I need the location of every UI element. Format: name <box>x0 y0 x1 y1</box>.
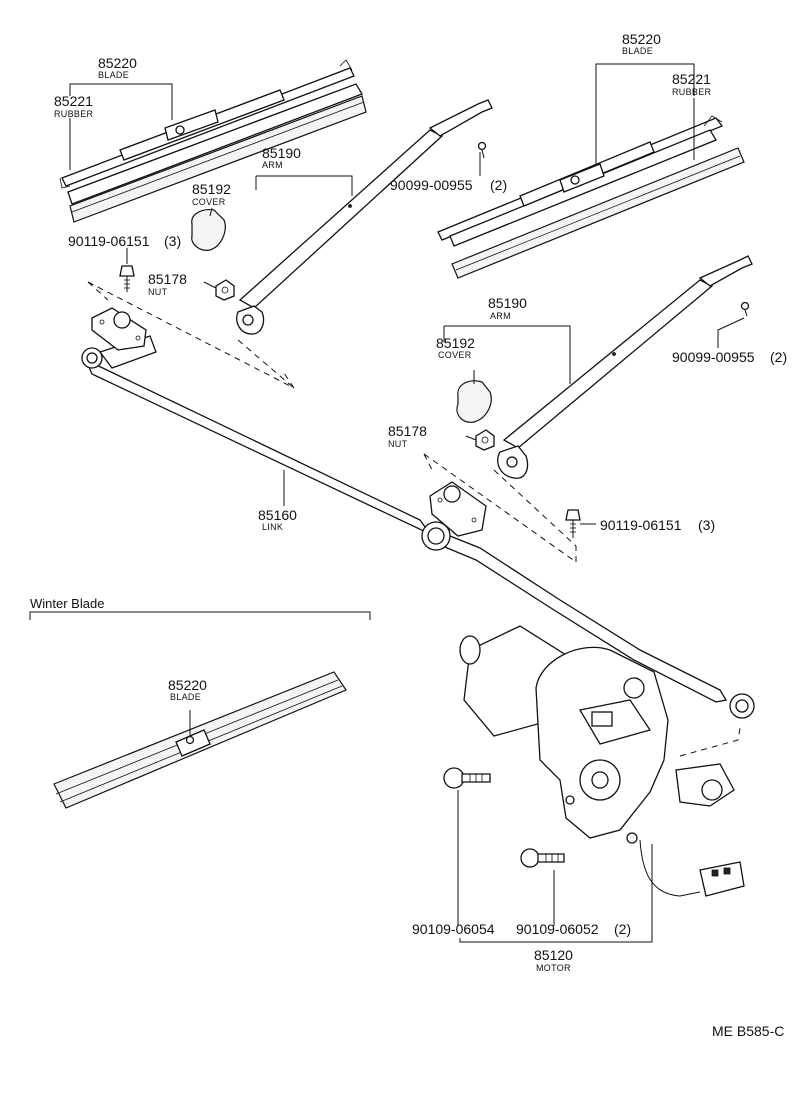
bolt-right-drawing <box>565 509 581 538</box>
label-bolt-left: 90119-06151 (3) <box>68 233 181 249</box>
blade-winter-name: BLADE <box>170 692 201 702</box>
screw-right-drawing <box>740 301 750 317</box>
bolt-left-qty: (3) <box>164 233 181 249</box>
arm-right-number: 85190 <box>488 295 527 311</box>
motor-bolt-b-qty: (2) <box>614 921 631 937</box>
link-drawing <box>81 307 755 719</box>
motor-bolt-b-number: 90109-06052 <box>516 921 599 937</box>
cover-right-number: 85192 <box>436 335 475 351</box>
label-nut-right: 85178 NUT <box>388 423 427 449</box>
blade-right-drawing <box>437 115 745 279</box>
arm-right-drawing <box>497 255 753 479</box>
label-link: 85160 LINK <box>258 507 297 532</box>
bolt-right-qty: (3) <box>698 517 715 533</box>
rubber-right-name: RUBBER <box>672 87 712 97</box>
blade-winter-number: 85220 <box>168 677 207 693</box>
screw-left-drawing <box>477 141 487 159</box>
arm-left-number: 85190 <box>262 145 301 161</box>
label-blade-winter: 85220 BLADE <box>168 677 207 702</box>
label-motor: 85120 MOTOR <box>534 947 573 973</box>
motor-drawing <box>459 625 745 897</box>
bolt-right-number: 90119-06151 <box>600 517 682 533</box>
arm-left-drawing <box>236 99 493 335</box>
label-screw-left: 90099-00955 (2) <box>390 177 507 193</box>
nut-left-drawing <box>215 279 235 301</box>
rubber-left-number: 85221 <box>54 93 93 109</box>
rubber-left-name: RUBBER <box>54 109 94 119</box>
arm-right-name: ARM <box>490 311 511 321</box>
blade-right-number: 85220 <box>622 31 661 47</box>
label-motor-bolt-b: 90109-06052 (2) <box>516 921 631 937</box>
label-nut-left: 85178 NUT <box>148 271 187 297</box>
cover-left-number: 85192 <box>192 181 231 197</box>
motor-name: MOTOR <box>536 963 571 973</box>
label-motor-bolt-a: 90109-06054 <box>412 921 495 937</box>
motor-number: 85120 <box>534 947 573 963</box>
label-arm-right: 85190 ARM <box>488 295 527 321</box>
blade-left-drawing <box>59 59 367 223</box>
label-cover-right: 85192 COVER <box>436 335 475 360</box>
blade-left-name: BLADE <box>98 70 129 80</box>
nut-right-name: NUT <box>388 439 408 449</box>
motor-bolt-a-drawing <box>443 767 491 789</box>
blade-left-number: 85220 <box>98 55 137 71</box>
motor-bolt-a-number: 90109-06054 <box>412 921 495 937</box>
drawing-code: ME B585-C <box>712 1023 784 1039</box>
bolt-left-number: 90119-06151 <box>68 233 150 249</box>
cover-right-name: COVER <box>438 350 472 360</box>
nut-left-number: 85178 <box>148 271 187 287</box>
screw-left-qty: (2) <box>490 177 507 193</box>
blade-right-name: BLADE <box>622 46 653 56</box>
link-name: LINK <box>262 522 283 532</box>
screw-left-number: 90099-00955 <box>390 177 473 193</box>
cover-right-drawing <box>456 380 492 423</box>
winter-blade-drawing <box>53 671 347 809</box>
screw-right-number: 90099-00955 <box>672 349 755 365</box>
rubber-right-number: 85221 <box>672 71 711 87</box>
motor-bolt-b-drawing <box>520 848 565 868</box>
label-bolt-right: 90119-06151 (3) <box>600 517 715 533</box>
nut-left-name: NUT <box>148 287 168 297</box>
winter-blade-title: Winter Blade <box>30 596 104 611</box>
label-cover-left: 85192 COVER <box>192 181 231 207</box>
label-rubber-right: 85221 RUBBER <box>672 71 712 97</box>
leader-lines <box>69 63 745 943</box>
link-number: 85160 <box>258 507 297 523</box>
arm-left-name: ARM <box>262 160 283 170</box>
label-screw-right: 90099-00955 (2) <box>672 349 787 365</box>
nut-right-number: 85178 <box>388 423 427 439</box>
label-blade-right: 85220 BLADE <box>622 31 661 56</box>
label-blade-left: 85220 BLADE <box>98 55 137 80</box>
cover-left-drawing <box>191 209 226 251</box>
screw-right-qty: (2) <box>770 349 787 365</box>
label-arm-left: 85190 ARM <box>262 145 301 170</box>
cover-left-name: COVER <box>192 197 226 207</box>
label-rubber-left: 85221 RUBBER <box>54 93 94 119</box>
nut-right-drawing <box>475 429 495 451</box>
bolt-left-drawing <box>119 265 135 292</box>
